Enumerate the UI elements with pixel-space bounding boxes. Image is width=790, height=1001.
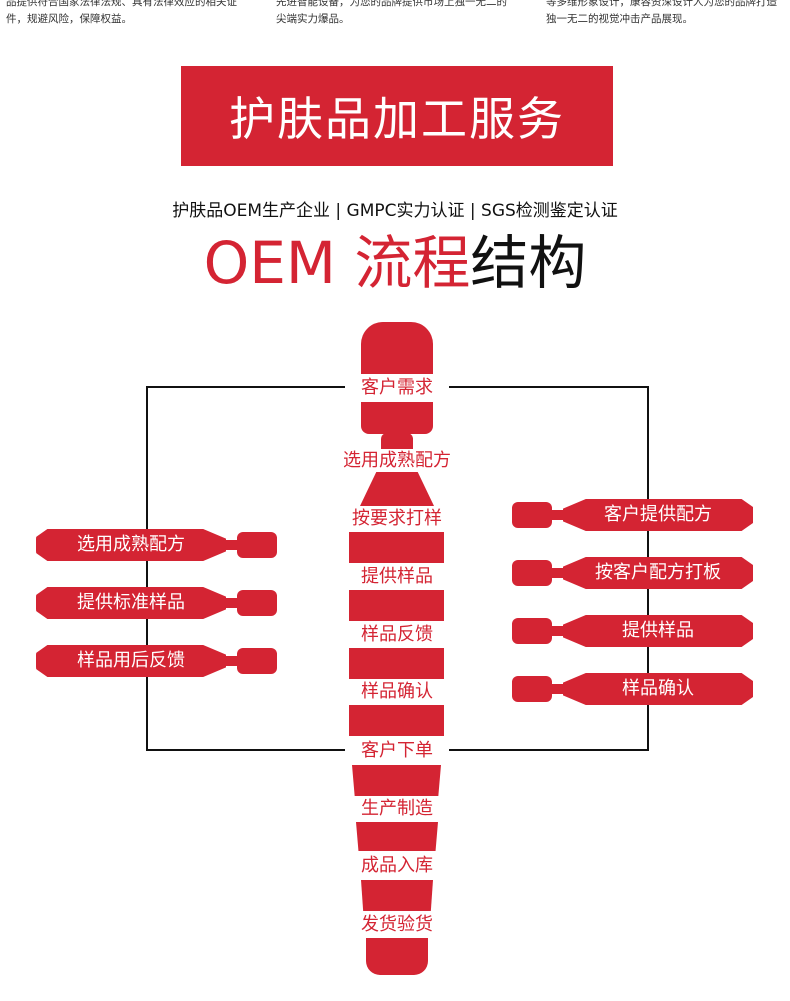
bottle-segment xyxy=(349,532,444,563)
step-1: 客户需求 xyxy=(345,374,449,402)
step-9: 成品入库 xyxy=(361,855,433,876)
step-2: 选用成熟配方 xyxy=(343,450,451,471)
intro-text-2: 先进智能设备，为您的品牌提供市场上独一无二的尖端实力爆品。 xyxy=(276,0,507,25)
right-step-label: 按客户配方打板 xyxy=(595,562,721,583)
step-5: 样品反馈 xyxy=(361,624,433,645)
right-step-2: 按客户配方打板 xyxy=(512,557,753,589)
bottle-bottom xyxy=(366,938,428,975)
left-step-label: 选用成熟配方 xyxy=(77,534,185,555)
bottle-segment xyxy=(349,648,444,679)
bottle-segment xyxy=(349,705,444,736)
subtitle: 护肤品OEM生产企业 | GMPC实力认证 | SGS检测鉴定认证 xyxy=(172,201,618,221)
right-step-label: 样品确认 xyxy=(622,678,694,699)
intro-text-1: 品提供符合国家法律法规、具有法律效应的相关证件，规避风险，保障权益。 xyxy=(6,0,237,25)
intro-text-3: 等多维形象设计，康容资深设计人为您的品牌打造独一无二的视觉冲击产品展现。 xyxy=(546,0,777,25)
left-step-label: 提供标准样品 xyxy=(77,592,185,613)
bottle-neck xyxy=(381,433,413,449)
step-4: 提供样品 xyxy=(361,566,433,587)
step-10: 发货验货 xyxy=(361,914,433,935)
bottle-cap xyxy=(361,322,433,374)
bottle-segment xyxy=(361,402,433,434)
right-step-4: 样品确认 xyxy=(512,673,753,705)
step-7: 客户下单 xyxy=(345,736,449,765)
bottle-segment xyxy=(356,822,438,851)
right-step-3: 提供样品 xyxy=(512,615,753,647)
banner-title: 护肤品加工服务 xyxy=(181,66,613,166)
right-step-label: 提供样品 xyxy=(622,620,694,641)
left-step-1: 选用成熟配方 xyxy=(36,529,277,561)
right-step-1: 客户提供配方 xyxy=(512,499,753,531)
left-step-2: 提供标准样品 xyxy=(36,587,277,619)
bottle-segment xyxy=(361,880,433,911)
title-red: OEM 流程 xyxy=(203,229,471,297)
right-step-label: 客户提供配方 xyxy=(604,504,712,525)
bottle-segment xyxy=(349,590,444,621)
left-step-3: 样品用后反馈 xyxy=(36,645,277,677)
title-black: 结构 xyxy=(470,229,587,297)
bottle-segment xyxy=(352,765,441,796)
left-step-label: 样品用后反馈 xyxy=(77,650,185,671)
page-title: OEM 流程结构 xyxy=(0,225,790,301)
step-3: 按要求打样 xyxy=(352,508,442,529)
step-8: 生产制造 xyxy=(361,798,433,819)
step-6: 样品确认 xyxy=(361,681,433,702)
